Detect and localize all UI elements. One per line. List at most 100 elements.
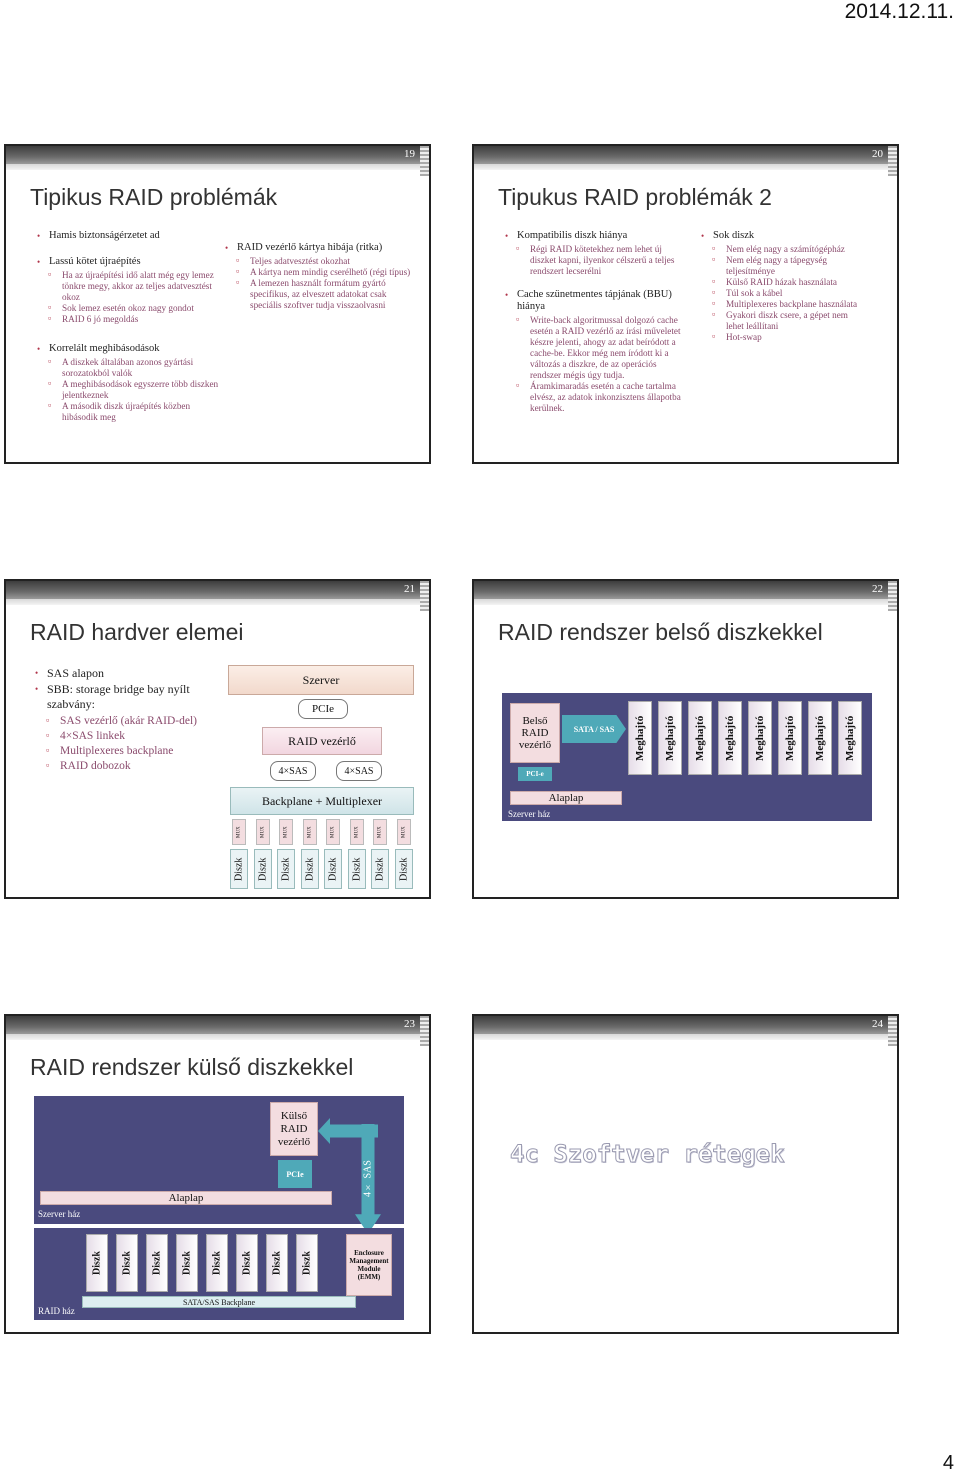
disk-box: Diszk [347,849,366,889]
disk-box: Diszk [296,1234,318,1292]
disk-box: Diszk [146,1234,168,1292]
slide-24: 24 4c Szoftver rétegek [472,1014,899,1334]
case-label: Szerver ház [508,809,551,819]
slide-title: Tipikus RAID problémák [30,184,278,210]
raid-controller-box: RAID vezérlő [262,727,382,755]
page-number: 4 [942,1452,954,1474]
slide-title: Tipukus RAID problémák 2 [498,184,772,210]
drive-box: Meghajtó [718,701,742,775]
disk-box: Diszk [176,1234,198,1292]
bullet: Lassú kötet újraépítés [34,256,219,268]
sub-bullet: A második diszk újraépítés közben hibáso… [34,400,219,423]
bullet: Sok diszk [698,230,868,242]
section-title: 4c Szoftver rétegek [510,1140,786,1169]
motherboard-bar: Alaplap [40,1191,332,1205]
mux-block: MUX [326,819,340,845]
sub-bullet: Nem elég nagy a számítógépház [698,243,868,255]
disk-box: Diszk [253,849,272,889]
drive-box: Meghajtó [688,701,712,775]
slide-23: 23 RAID rendszer külső diszkekkel Külső … [4,1014,431,1334]
server-box: Szerver [228,665,414,695]
bullet-list-left: Hamis biztonságérzetet ad Lassú kötet új… [34,230,219,423]
backplane-bar: SATA/SAS Backplane [82,1296,356,1308]
bullet: SAS alapon [32,666,222,681]
disk-box: Diszk [236,1234,258,1292]
sub-bullet: Multiplexeres backplane használata [698,298,868,310]
sub-bullet: Nem elég nagy a tápegység teljesítménye [698,254,868,277]
sub-bullet: A kártya nem mindig cserélhető (régi típ… [222,266,412,278]
motherboard-bar: Alaplap [510,791,622,805]
drive-box: Meghajtó [778,701,802,775]
disk-box: Diszk [116,1234,138,1292]
mux-block: MUX [232,819,246,845]
emm-box: Enclosure Management Module (EMM) [346,1234,392,1296]
disk-box: Diszk [324,849,342,889]
drive-box: Meghajtó [838,701,862,775]
mux-block: MUX [396,819,411,845]
disk-box: Diszk [277,849,295,889]
slide-21: 21 RAID hardver elemei SAS alapon SBB: s… [4,579,431,899]
header-date: 2014.12.11. [844,0,954,23]
disk-box: Diszk [86,1234,108,1292]
bullet-list: SAS alapon SBB: storage bridge bay nyílt… [32,666,222,774]
slide-title: RAID rendszer belső diszkekkel [498,619,823,645]
mux-block: MUX [349,819,364,845]
disk-box: Diszk [230,849,248,889]
case-label: Szerver ház [38,1209,81,1219]
drive-box: Meghajtó [628,701,652,775]
bullet: Korrelált meghibásodások [34,343,219,355]
sub-bullet: Hot-swap [698,331,868,343]
bullet: Kompatibilis diszk hiánya [502,230,682,242]
raid-case-label: RAID ház [38,1306,75,1316]
disk-box: Diszk [266,1234,288,1292]
pcie-box: PCIe [278,1160,312,1188]
slide-number: 23 [404,1018,415,1030]
sub-bullet: Régi RAID kötetekhez nem lehet új diszke… [502,243,682,277]
sub-bullet: Áramkimaradás esetén a cache tartalma el… [502,380,682,414]
sub-bullet: RAID 6 jó megoldás [34,313,219,325]
sub-bullet: Write-back algoritmussal dolgozó cache e… [502,314,682,381]
sub-bullet: A meghibásodások egyszerre több diszken … [34,378,219,401]
bullet-list-left: Kompatibilis diszk hiánya Régi RAID köte… [502,230,682,414]
slide-number: 21 [404,583,415,595]
drive-box: Meghajtó [808,701,832,775]
link-arrow: SATA / SAS [562,715,626,743]
drive-box: Meghajtó [748,701,772,775]
slide-title: RAID rendszer külső diszkekkel [30,1054,354,1080]
disk-box: Diszk [371,849,389,889]
sub-bullet: A lemezen használt formátum gyártó speci… [222,277,412,311]
slide-number: 24 [872,1018,883,1030]
sub-bullet: 4×SAS linkek [32,728,222,744]
mux-block: MUX [255,819,270,845]
slide-number: 20 [872,148,883,160]
sub-bullet: A diszkek általában azonos gyártási soro… [34,356,219,379]
mux-block: MUX [279,819,293,845]
bullet: SBB: storage bridge bay nyílt szabvány: [32,682,222,712]
slide-19: 19 Tipikus RAID problémák Hamis biztonsá… [4,144,431,464]
mux-block: MUX [302,819,317,845]
sub-bullet: SAS vezérlő (akár RAID-del) [32,713,222,729]
slide-title: RAID hardver elemei [30,619,244,645]
backplane-box: Backplane + Multiplexer [230,787,414,815]
sub-bullet: Multiplexeres backplane [32,743,222,759]
sas-left-hex: 4×SAS [270,761,316,781]
sas-label: 4× SAS [362,1160,374,1198]
sub-bullet: Külső RAID házak használata [698,276,868,288]
sub-bullet: Ha az újraépítési idő alatt még egy leme… [34,269,219,303]
pcie-box: PCI-e [518,767,552,781]
controller-box: Külső RAID vezérlő [270,1102,318,1156]
sas-right-hex: 4×SAS [336,761,382,781]
bullet-list-right: RAID vezérlő kártya hibája (ritka) Telje… [222,242,412,311]
disk-box: Diszk [206,1234,228,1292]
controller-box: Belső RAID vezérlő [510,703,560,763]
bullet-list-right: Sok diszk Nem elég nagy a számítógépház … [698,230,868,343]
slide-number: 22 [872,583,883,595]
sub-bullet: RAID dobozok [32,758,222,774]
slide-number: 19 [404,148,415,160]
pcie-hex: PCIe [298,699,348,719]
sub-bullet: Túl sok a kábel [698,287,868,299]
bullet: Hamis biztonságérzetet ad [34,230,219,242]
disk-box: Diszk [300,849,319,889]
slide-22: 22 RAID rendszer belső diszkekkel Belső … [472,579,899,899]
sub-bullet: Sok lemez esetén okoz nagy gondot [34,302,219,314]
